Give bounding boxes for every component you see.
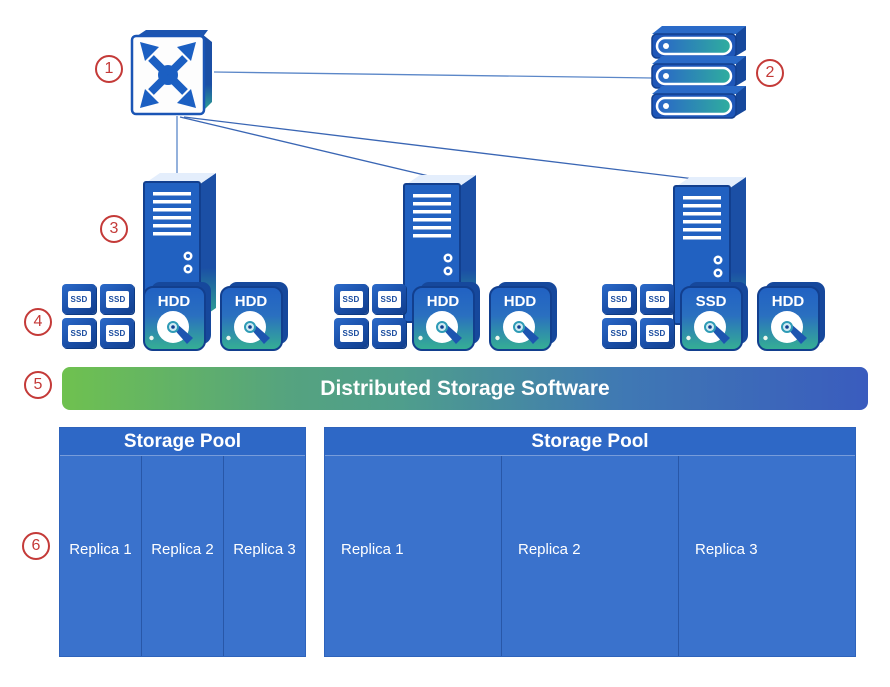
ssd-chip-group: SSD SSD SSD SSD [62,284,134,348]
ssd-chip-icon: SSD [602,318,636,348]
storage-pool-body: Replica 1 Replica 2 Replica 3 [60,456,305,656]
drive-label: HDD [504,293,537,310]
hdd-drive-icon: HDD [220,282,288,351]
ssd-chip-label: SSD [105,290,129,308]
replica-2: Replica 2 [141,456,223,656]
storage-pool-1: Storage Pool Replica 1 Replica 2 Replica… [60,428,305,656]
drive-label: SSD [696,293,727,310]
drive-label: HDD [158,293,191,310]
ssd-chip-icon: SSD [100,284,134,314]
ssd-chip-label: SSD [377,324,401,342]
callout-2: 2 [756,59,784,87]
ssd-chip-label: SSD [339,324,363,342]
ssd-chip-label: SSD [67,324,91,342]
hdd-drive-icon: HDD [757,282,825,351]
hdd-drive-icon: HDD [489,282,557,351]
storage-pool-2: Storage Pool Replica 1 Replica 2 Replica… [325,428,855,656]
distributed-storage-software-banner: Distributed Storage Software [62,367,868,410]
drive-label: HDD [772,293,805,310]
ssd-chip-icon: SSD [640,284,674,314]
hdd-drive-icon: HDD [412,282,480,351]
ssd-chip-label: SSD [607,290,631,308]
ssd-chip-label: SSD [377,290,401,308]
storage-pool-title: Storage Pool [325,428,855,456]
ssd-chip-label: SSD [67,290,91,308]
ssd-chip-group: SSD SSD SSD SSD [602,284,674,348]
callout-1: 1 [95,55,123,83]
ssd-chip-icon: SSD [372,284,406,314]
callout-5: 5 [24,371,52,399]
drive-label: HDD [427,293,460,310]
stack-unit [651,26,746,59]
stack-unit [651,86,746,119]
ssd-chip-label: SSD [339,290,363,308]
replica-1: Replica 1 [69,541,132,558]
replica-3: Replica 3 [678,456,855,656]
link-switch-node3 [183,116,704,181]
ssd-chip-group: SSD SSD SSD SSD [334,284,406,348]
ssd-chip-label: SSD [645,324,669,342]
ssd-chip-icon: SSD [640,318,674,348]
drive-label: HDD [235,293,268,310]
callout-4: 4 [24,308,52,336]
ssd-chip-icon: SSD [334,284,368,314]
link-switch-node2 [179,116,434,178]
callout-6: 6 [22,532,50,560]
replica-3: Replica 3 [223,456,305,656]
replica-1: Replica 1 [341,541,404,558]
ssd-drive-icon: SSD [680,282,748,351]
storage-pool-body: Replica 1 Replica 2 Replica 3 [325,456,855,656]
link-switch-stack [213,71,653,79]
switch-icon [130,30,212,116]
ssd-chip-label: SSD [105,324,129,342]
replica-2: Replica 2 [501,456,678,656]
storage-pool-title: Storage Pool [60,428,305,456]
ssd-chip-icon: SSD [62,318,96,348]
ssd-chip-icon: SSD [334,318,368,348]
ssd-chip-label: SSD [645,290,669,308]
ssd-chip-icon: SSD [100,318,134,348]
server-stack-icon [651,26,746,119]
ssd-chip-icon: SSD [602,284,636,314]
ssd-chip-icon: SSD [62,284,96,314]
ssd-chip-icon: SSD [372,318,406,348]
callout-3: 3 [100,215,128,243]
ssd-chip-label: SSD [607,324,631,342]
hdd-drive-icon: HDD [143,282,211,351]
stack-unit [651,56,746,89]
